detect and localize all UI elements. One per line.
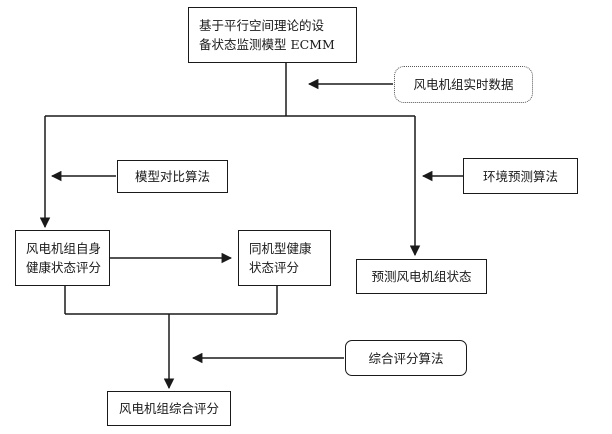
node-env-predict: 环境预测算法 — [463, 158, 578, 194]
node-realtime-data-label: 风电机组实时数据 — [413, 77, 514, 92]
node-predict-state: 预测风电机组状态 — [356, 259, 487, 294]
node-monitoring-model-line-1: 基于平行空间理论的设 — [199, 18, 325, 33]
node-realtime-data: 风电机组实时数据 — [394, 66, 533, 103]
node-self-health-score: 风电机组自身 健康状态评分 — [15, 230, 110, 286]
node-env-predict-label: 环境预测算法 — [482, 168, 558, 184]
node-same-model-score-line-1: 同机型健康 — [249, 241, 312, 256]
node-self-health-score-line-2: 健康状态评分 — [26, 260, 102, 275]
node-composite-algo-label: 综合评分算法 — [368, 350, 444, 366]
node-composite-algo: 综合评分算法 — [345, 340, 467, 376]
node-model-compare-label: 模型对比算法 — [134, 169, 210, 184]
node-same-model-score-line-2: 状态评分 — [249, 260, 300, 275]
node-composite-score: 风电机组综合评分 — [107, 391, 231, 426]
node-same-model-score: 同机型健康 状态评分 — [238, 230, 331, 286]
node-composite-score-label: 风电机组综合评分 — [118, 401, 219, 416]
node-monitoring-model-line-2: 备状态监测模型 ECMM — [199, 37, 335, 52]
node-self-health-score-line-1: 风电机组自身 — [26, 241, 102, 256]
node-predict-state-label: 预测风电机组状态 — [371, 269, 472, 284]
node-model-compare: 模型对比算法 — [117, 160, 228, 193]
node-monitoring-model: 基于平行空间理论的设 备状态监测模型 ECMM — [188, 7, 357, 63]
